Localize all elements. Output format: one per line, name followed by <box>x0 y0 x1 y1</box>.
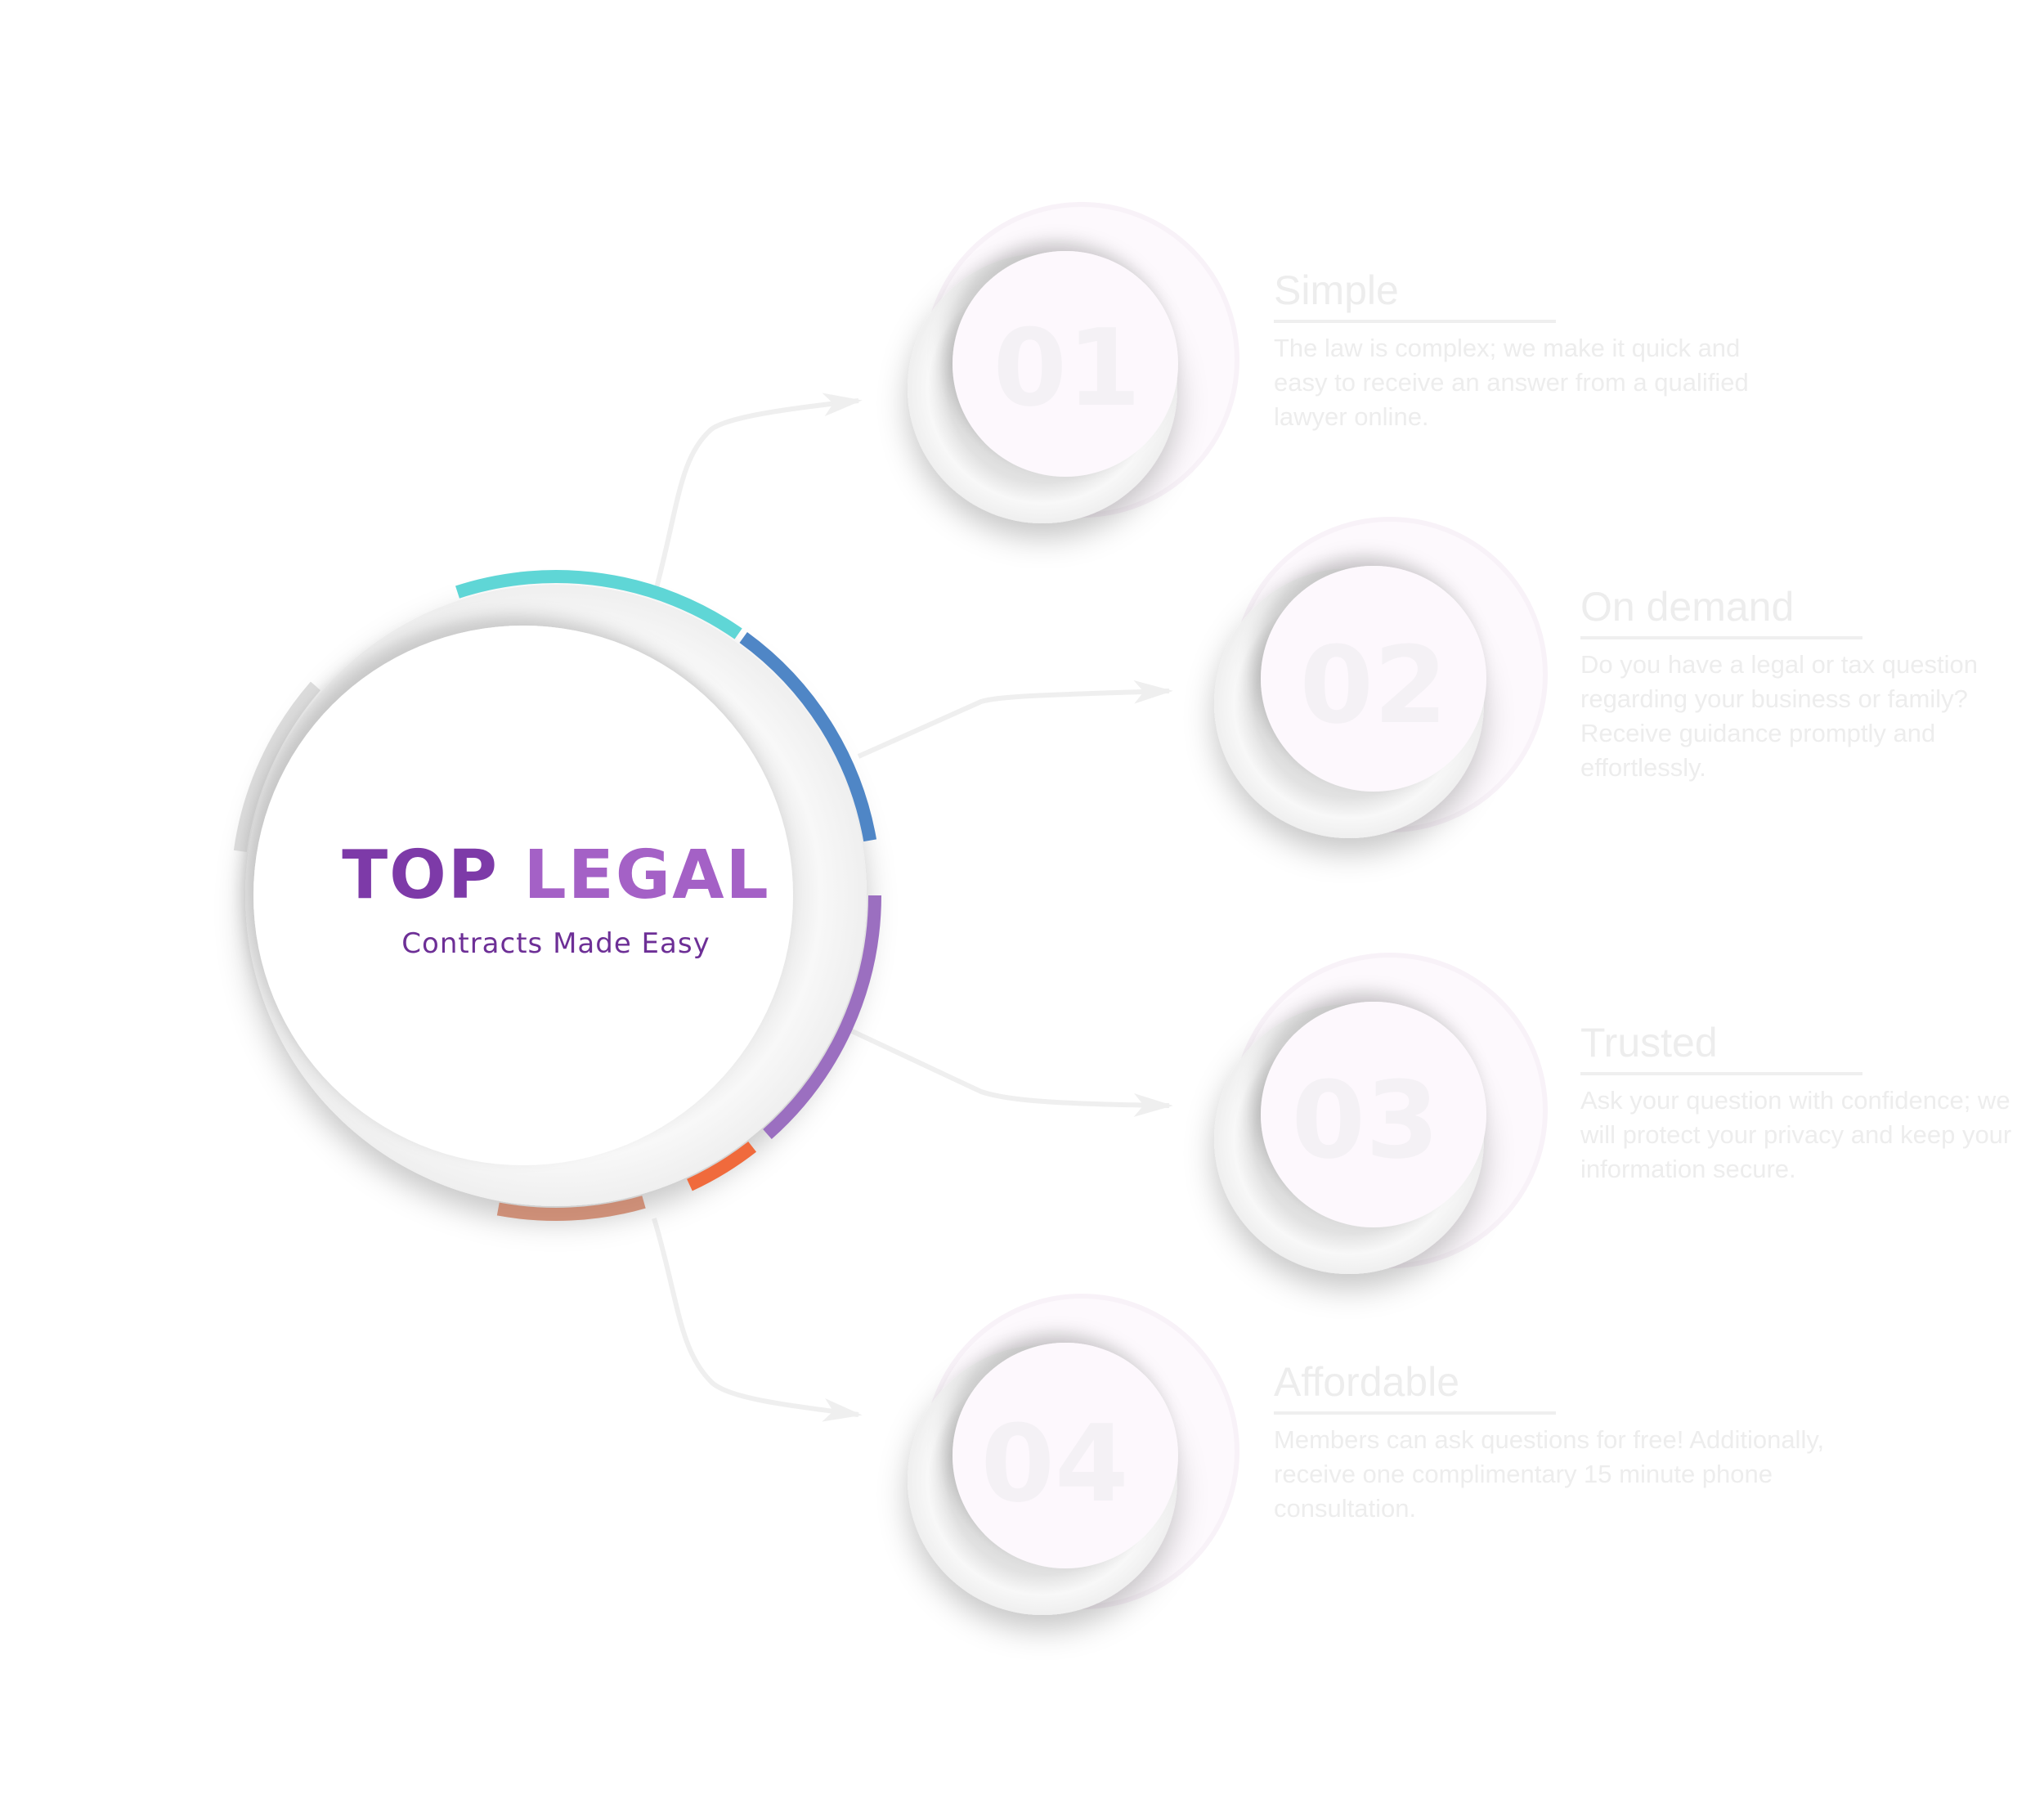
feature-ring-02 <box>1214 517 1548 838</box>
feature-underline <box>1580 1072 1862 1075</box>
feature-title: Simple <box>1274 267 1399 313</box>
connector-03 <box>849 1028 1173 1117</box>
hub-inner-disc <box>253 626 793 1165</box>
feature-underline <box>1580 636 1862 639</box>
feature-description: Do you have a legal or tax question rega… <box>1580 650 1978 782</box>
brand-part-top: TOP <box>342 837 524 914</box>
hub-arc-rust <box>231 570 881 1221</box>
hub-arc-purple <box>231 570 881 1221</box>
feature-number-04: 04 <box>980 1402 1129 1526</box>
feature-number-02: 02 <box>1299 623 1448 747</box>
brand-name: TOP LEGAL <box>270 842 842 909</box>
feature-04: Affordable Members can ask questions for… <box>1274 1357 1862 1526</box>
feature-number-03: 03 <box>1291 1058 1440 1182</box>
connectors <box>652 393 1173 1422</box>
feature-underline <box>1274 1411 1556 1415</box>
feature-description: Ask your question with confidence; we wi… <box>1580 1086 2012 1183</box>
feature-rings <box>908 202 1548 1615</box>
feature-ring-04 <box>908 1294 1239 1615</box>
connector-04 <box>652 1218 863 1422</box>
hub-arc-blue <box>230 570 881 1221</box>
hub-arc-teal <box>231 570 881 1221</box>
feature-description: The law is complex; we make it quick and… <box>1274 334 1749 431</box>
connector-01 <box>652 393 863 598</box>
hub-arc-orange <box>231 570 881 1221</box>
hub-arc-grey <box>230 570 881 1222</box>
feature-title: Affordable <box>1274 1359 1460 1405</box>
hub <box>230 570 881 1222</box>
feature-underline <box>1274 320 1556 323</box>
feature-number-01: 01 <box>993 306 1141 430</box>
feature-title: On demand <box>1580 584 1795 630</box>
feature-ring-03 <box>1214 953 1548 1274</box>
brand-part-legal: LEGAL <box>523 837 770 914</box>
feature-description: Members can ask questions for free! Addi… <box>1274 1425 1825 1523</box>
connector-02 <box>857 680 1173 759</box>
feature-03: Trusted Ask your question with confidenc… <box>1580 1018 2044 1187</box>
logo: TOP LEGAL Contracts Made Easy <box>270 842 842 961</box>
tagline: Contracts Made Easy <box>401 927 710 960</box>
feature-01: Simple The law is complex; we make it qu… <box>1274 266 1781 434</box>
feature-ring-01 <box>908 202 1239 523</box>
feature-title: Trusted <box>1580 1020 1718 1065</box>
feature-02: On demand Do you have a legal or tax que… <box>1580 582 2044 785</box>
